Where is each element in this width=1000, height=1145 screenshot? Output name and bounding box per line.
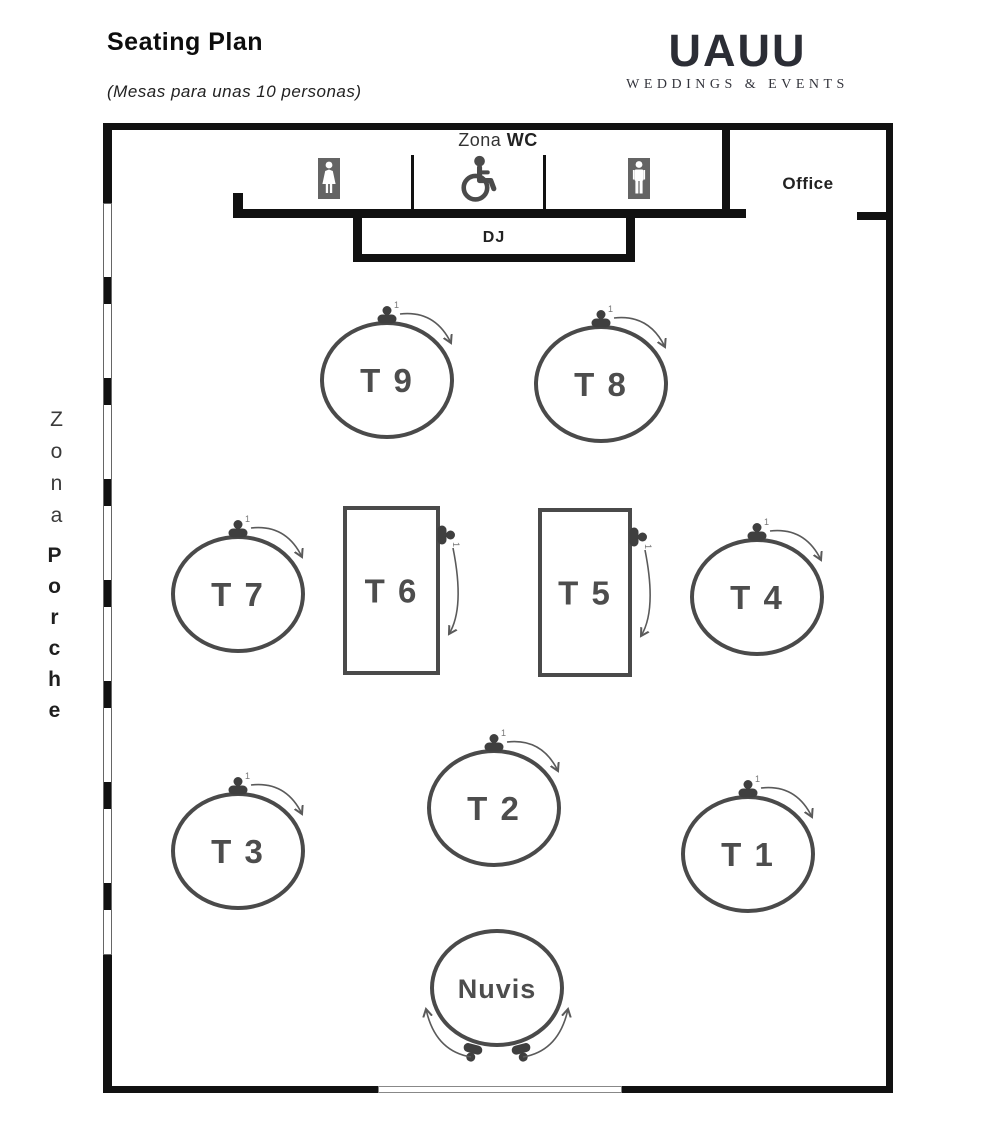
accessible-wheelchair-icon [461,155,497,202]
table-label: Nuvis [458,974,537,1004]
chair-person-icon: 1 [629,527,653,549]
floor-plan: DJ Zona WC Office [103,121,893,1093]
stall-divider-left [411,155,414,209]
seat-count-label: 1 [643,544,653,549]
page-subtitle: (Mesas para unas 10 personas) [107,82,362,101]
table-top [343,506,440,675]
rotation-arrow-icon [426,1009,472,1058]
table-label: T 2 [467,790,521,827]
table-t7: 1 T 7 [171,514,305,653]
chair-person-icon [511,1043,531,1062]
wc-zone-label-wc: WC [506,130,538,150]
rotation-arrow-icon [250,783,302,814]
table-label: T 6 [365,573,419,610]
table-t8: 1 T 8 [534,304,668,443]
chair-person-icon: 1 [747,517,769,541]
porch-zone-label-porche: Porche [43,544,66,730]
chair-person-icon: 1 [484,728,506,752]
seat-count-label: 1 [394,300,399,310]
rotation-arrow-icon [250,526,302,557]
logo-wordmark: UAUU [668,25,807,76]
table-t2: 1 T 2 [427,728,561,867]
seat-count-label: 1 [245,771,250,781]
stall-divider-right [543,155,546,209]
table-label: T 3 [211,833,265,870]
rotation-arrow-icon [760,786,812,817]
seat-count-label: 1 [608,304,613,314]
wc-zone-wall [233,209,746,218]
table-t5: 1 T 5 [538,508,653,677]
rotation-arrow-icon [399,312,451,343]
chair-person-icon: 1 [228,771,250,795]
logo: UAUU WEDDINGS & EVENTS [625,28,850,93]
table-t3: 1 T 3 [171,771,305,910]
window-wall-left [103,203,112,955]
table-label: T 5 [558,575,612,612]
womens-restroom-icon [318,158,340,199]
seat-count-label: 1 [755,774,760,784]
wall-top [103,123,893,130]
office-label: Office [782,174,834,193]
dj-booth-wall-right [626,218,635,262]
rotation-arrow-icon [613,316,665,347]
porch-zone-label-zona: Zona [45,408,68,536]
table-t1: 1 T 1 [681,774,815,913]
wc-zone-wall-stub [233,193,243,218]
rotation-arrow-icon [641,549,651,636]
dj-booth-wall-bottom [353,254,635,262]
rotation-arrow-icon [449,547,459,634]
dj-booth-label: DJ [482,229,506,246]
wall-right [886,123,893,1093]
seat-count-label: 1 [451,542,461,547]
rotation-arrow-icon [522,1009,568,1058]
chair-person-icon: 1 [228,514,250,538]
seat-count-label: 1 [764,517,769,527]
table-t9: 1 T 9 [320,300,454,439]
table-label: T 9 [360,362,414,399]
table-label: T 1 [721,836,775,873]
logo-tagline: WEDDINGS & EVENTS [626,77,849,92]
mens-restroom-icon [628,158,650,199]
rotation-arrow-icon [769,529,821,560]
table-nuvis: Nuvis [426,929,568,1062]
table-top [538,508,632,677]
wc-zone-label-zona: Zona [458,130,502,150]
page-title: Seating Plan [107,28,264,56]
table-t4: 1 T 4 [690,517,824,656]
table-t6: 1 T 6 [343,506,461,675]
seat-count-label: 1 [501,728,506,738]
chair-person-icon: 1 [377,300,399,324]
table-label: T 7 [211,576,265,613]
rotation-arrow-icon [506,740,558,771]
chair-person-icon: 1 [591,304,613,328]
wc-zone-label: Zona WC [103,130,893,151]
chair-person-icon: 1 [437,525,461,547]
table-label: T 4 [730,579,784,616]
chair-person-icon [463,1043,483,1062]
chair-person-icon: 1 [738,774,760,798]
office-wall [722,130,730,213]
wall-left-top [103,123,112,203]
seat-count-label: 1 [245,514,250,524]
dj-booth-wall-left [353,218,362,262]
table-top [430,929,564,1047]
bottom-door [378,1086,622,1093]
office-door-wall [857,212,893,220]
wall-left-bottom [103,955,112,1093]
table-label: T 8 [574,366,628,403]
